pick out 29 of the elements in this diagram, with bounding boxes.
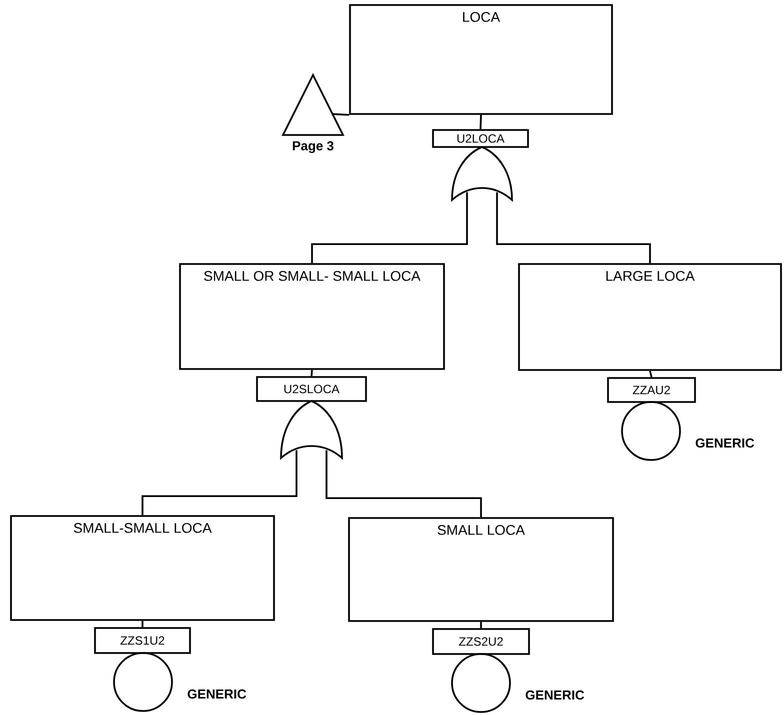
event-box: LARGE LOCA: [518, 263, 782, 371]
node-caption: GENERIC: [696, 438, 754, 448]
connector-line: [142, 620, 144, 628]
event-box: LOCA: [349, 4, 613, 115]
or-gate: [280, 400, 343, 459]
connector-line: [142, 450, 298, 516]
id-box: ZZS2U2: [432, 628, 530, 655]
connector-line: [496, 192, 651, 264]
connector-line: [480, 114, 482, 130]
event-box: SMALL LOCA: [348, 517, 614, 622]
connector-line: [332, 113, 350, 116]
node-caption: GENERIC: [526, 690, 584, 700]
node-caption: Page 3: [292, 141, 334, 154]
connector-line: [326, 450, 482, 518]
id-box: ZZS1U2: [94, 627, 191, 654]
or-gate: [451, 146, 513, 201]
basic-event-circle: [621, 401, 681, 461]
event-box: SMALL-SMALL LOCA: [10, 515, 275, 621]
connector-line: [649, 370, 652, 378]
connector-line: [480, 622, 482, 628]
connector-line: [310, 370, 313, 376]
id-box: ZZAU2: [607, 377, 696, 403]
basic-event-circle: [451, 653, 511, 713]
id-box: U2SLOCA: [256, 376, 367, 402]
basic-event-circle: [113, 652, 173, 712]
node-caption: GENERIC: [188, 689, 246, 699]
connector-line: [311, 192, 468, 264]
event-box: SMALL OR SMALL- SMALL LOCA: [179, 263, 445, 370]
id-box: U2LOCA: [432, 129, 529, 148]
